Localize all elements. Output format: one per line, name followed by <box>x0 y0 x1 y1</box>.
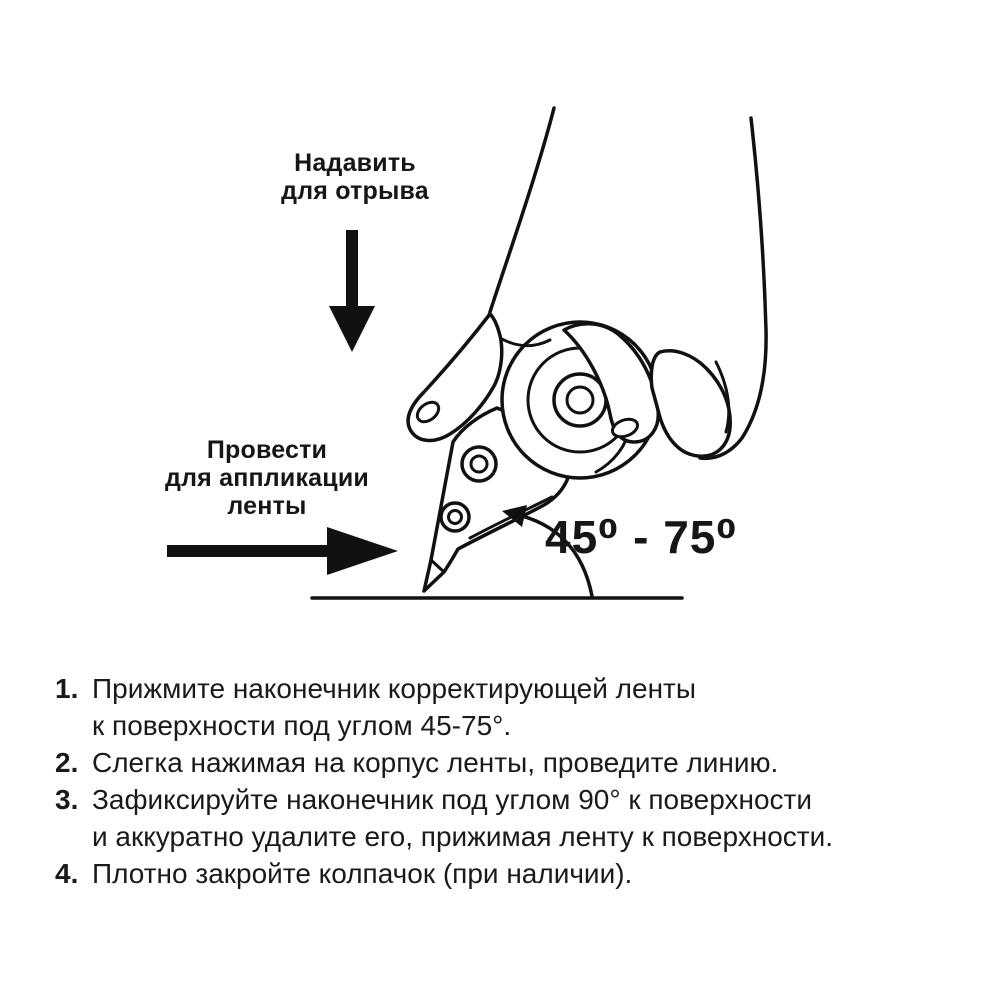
instruction-number: 2. <box>55 747 79 778</box>
usage-illustration: Надавить для отрыва Провести для апплика… <box>152 106 768 600</box>
thumb <box>406 312 504 443</box>
hand-right-outline <box>698 116 768 461</box>
instruction-line: Слегка нажимая на корпус ленты, проведит… <box>92 747 779 778</box>
hand-correction-tape-drawing <box>167 106 768 600</box>
angle-arc-arrow-icon <box>502 505 594 598</box>
swipe-label-line: ленты <box>227 492 307 520</box>
instruction-item-3: 3. Зафиксируйте наконечник под углом 90°… <box>55 781 955 855</box>
tip-detail <box>429 558 446 574</box>
instruction-item-1: 1. Прижмите наконечник корректирующей ле… <box>55 670 955 744</box>
thumbnail <box>415 400 441 424</box>
index-finger <box>562 322 660 444</box>
swipe-label-line: для аппликации <box>165 464 369 492</box>
thumb-webbing-crease <box>498 336 552 348</box>
instructions-list: 1. Прижмите наконечник корректирующей ле… <box>55 670 955 892</box>
instruction-item-4: 4. Плотно закройте колпачок (при наличии… <box>55 855 955 892</box>
instruction-line: Зафиксируйте наконечник под углом 90° к … <box>92 784 812 815</box>
press-label-line: Надавить <box>294 149 416 177</box>
instruction-item-2: 2. Слегка нажимая на корпус ленты, прове… <box>55 744 955 781</box>
thick-down-arrow-icon <box>329 230 375 352</box>
instruction-text: Прижмите наконечник корректирующей ленты… <box>92 670 955 744</box>
instruction-number: 4. <box>55 858 79 889</box>
instruction-text: Плотно закройте колпачок (при наличии). <box>92 855 955 892</box>
instruction-line: к поверхности под углом 45-75°. <box>92 710 512 741</box>
instruction-number: 1. <box>55 673 79 704</box>
swipe-label-line: Провести <box>206 436 328 464</box>
ring-finger-crease <box>714 360 731 434</box>
instruction-text: Слегка нажимая на корпус ленты, проведит… <box>92 744 955 781</box>
index-fingernail <box>610 417 640 439</box>
instruction-line: Прижмите наконечник корректирующей ленты <box>92 673 696 704</box>
middle-finger <box>498 336 732 458</box>
instruction-text: Зафиксируйте наконечник под углом 90° к … <box>92 781 955 855</box>
instruction-line: и аккуратно удалите его, прижимая ленту … <box>92 821 834 852</box>
press-label-line: для отрыва <box>281 177 429 205</box>
swipe-to-apply-label: Провести для аппликации ленты <box>152 436 382 520</box>
thick-right-arrow-icon <box>167 527 398 575</box>
instruction-line: Плотно закройте колпачок (при наличии). <box>92 858 633 889</box>
angle-range-label: 45⁰ - 75⁰ <box>545 511 738 563</box>
press-to-tear-label: Надавить для отрыва <box>248 149 462 205</box>
rivets <box>439 445 498 533</box>
instruction-number: 3. <box>55 784 79 815</box>
